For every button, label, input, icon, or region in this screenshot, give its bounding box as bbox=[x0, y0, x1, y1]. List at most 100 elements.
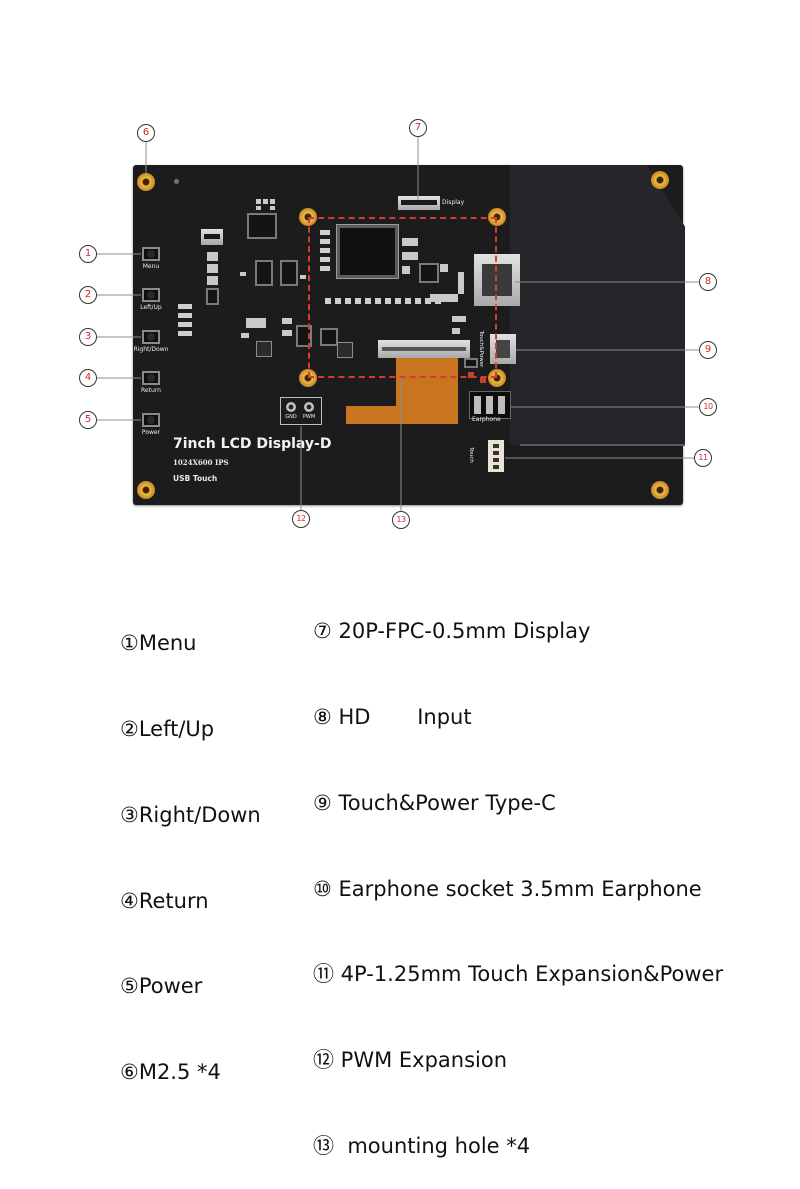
callout-5: 5 bbox=[79, 411, 97, 429]
legend-item: ①Menu bbox=[120, 631, 197, 656]
smd-component bbox=[270, 206, 275, 210]
callout-3: 3 bbox=[79, 328, 97, 346]
pwm-expansion-header bbox=[280, 397, 322, 425]
legend-item: ⑧ HD Input bbox=[313, 704, 472, 729]
dashed-mounting-outline bbox=[308, 217, 497, 378]
board-resolution: 1024X600 IPS bbox=[173, 458, 229, 467]
chip bbox=[208, 290, 217, 303]
flex-cable-base bbox=[346, 406, 458, 424]
legend-item: ⑬ mounting hole *4 bbox=[313, 1133, 531, 1158]
mount-hole-inner-bottom-left bbox=[299, 369, 317, 387]
smd-component bbox=[402, 266, 410, 274]
legend-item: ⑥M2.5 *4 bbox=[120, 1060, 221, 1085]
fpc-connector-small bbox=[201, 229, 223, 245]
callout-12: 12 bbox=[292, 510, 310, 528]
power-button bbox=[142, 413, 160, 427]
smd-component bbox=[207, 276, 218, 285]
smd-led bbox=[468, 372, 474, 378]
smd-component bbox=[240, 272, 246, 276]
callout-7: 7 bbox=[409, 119, 427, 137]
usb-c-port bbox=[490, 334, 516, 364]
chip bbox=[257, 262, 271, 284]
smd-component bbox=[430, 294, 458, 302]
smd-row bbox=[325, 298, 445, 304]
chip bbox=[282, 262, 296, 284]
mount-hole-inner-top-right bbox=[488, 208, 506, 226]
callout-10: 10 bbox=[699, 398, 717, 416]
legend-item: ⑫ PWM Expansion bbox=[313, 1048, 508, 1073]
return-button-label: Return bbox=[141, 387, 161, 394]
smd-component bbox=[270, 199, 275, 204]
smd-component bbox=[282, 330, 292, 336]
smd-component bbox=[282, 318, 292, 324]
board-title: 7inch LCD Display-D bbox=[173, 436, 332, 452]
mount-hole-bottom-left bbox=[137, 481, 155, 499]
smd-component bbox=[207, 264, 218, 273]
callout-2: 2 bbox=[79, 286, 97, 304]
smd-component bbox=[256, 199, 261, 204]
legend-item: ⑤Power bbox=[120, 974, 203, 999]
mount-hole-bottom-right bbox=[651, 481, 669, 499]
smd-component bbox=[256, 206, 261, 210]
callout-11: 11 bbox=[694, 449, 712, 467]
mount-hole-top-left bbox=[137, 173, 155, 191]
hdmi-port bbox=[474, 254, 520, 306]
legend-item: ④Return bbox=[120, 888, 209, 913]
smd-component bbox=[207, 252, 218, 261]
earphone-jack bbox=[470, 392, 510, 418]
legend-item: ②Left/Up bbox=[120, 716, 215, 741]
lcd-fpc-connector bbox=[378, 340, 470, 358]
chip bbox=[298, 327, 310, 345]
legend-item: ⑪ 4P-1.25mm Touch Expansion&Power bbox=[313, 962, 724, 987]
lcd-panel-edge bbox=[520, 444, 685, 446]
main-controller-ic bbox=[340, 228, 395, 275]
smd-component bbox=[241, 333, 249, 338]
smd-column bbox=[320, 230, 330, 274]
callout-9: 9 bbox=[699, 341, 717, 359]
smd-component bbox=[246, 318, 266, 328]
return-button bbox=[142, 371, 160, 385]
inductor bbox=[337, 342, 353, 358]
callout-leader-lines bbox=[97, 137, 699, 511]
led-pad bbox=[174, 179, 179, 184]
callout-4: 4 bbox=[79, 369, 97, 387]
legend-item: ⑩ Earphone socket 3.5mm Earphone bbox=[313, 876, 702, 901]
right-down-button-label: Right/Down bbox=[133, 346, 169, 353]
menu-button bbox=[142, 247, 160, 261]
mount-hole-top-right bbox=[651, 171, 669, 189]
left-up-button bbox=[142, 288, 160, 302]
menu-button-label: Menu bbox=[142, 263, 160, 270]
chip bbox=[421, 265, 437, 281]
legend-item: ⑦ 20P-FPC-0.5mm Display bbox=[313, 619, 591, 644]
earphone-silk-label: Earphone bbox=[472, 416, 501, 423]
inductor bbox=[256, 341, 272, 357]
gnd-pad bbox=[286, 402, 296, 412]
lcd-panel-back bbox=[510, 165, 685, 445]
smd-component bbox=[402, 252, 418, 260]
pwm-label: PWM bbox=[302, 414, 316, 420]
gnd-label: GND bbox=[285, 414, 297, 420]
touch-expansion-connector bbox=[488, 440, 504, 472]
mount-hole-inner-bottom-right bbox=[488, 369, 506, 387]
smd-component bbox=[452, 328, 460, 334]
smd-component bbox=[458, 272, 464, 294]
smd-component bbox=[300, 275, 306, 279]
chip bbox=[322, 330, 336, 344]
display-fpc-connector bbox=[398, 196, 440, 210]
legend-item: ③Right/Down bbox=[120, 802, 261, 827]
chip bbox=[249, 215, 275, 237]
callout-1: 1 bbox=[79, 245, 97, 263]
smd-component bbox=[440, 264, 448, 272]
smd-component bbox=[178, 304, 192, 338]
power-button-label: Power bbox=[141, 429, 161, 436]
pwm-pad bbox=[304, 402, 314, 412]
right-down-button bbox=[142, 330, 160, 344]
callout-8: 8 bbox=[699, 273, 717, 291]
smd-component bbox=[263, 199, 268, 204]
smd-led bbox=[480, 377, 486, 383]
left-up-button-label: Left/Up bbox=[140, 304, 162, 311]
smd-component bbox=[402, 238, 418, 246]
callout-6: 6 bbox=[137, 124, 155, 142]
smd-component bbox=[452, 316, 466, 322]
board-touch-type: USB Touch bbox=[173, 474, 218, 483]
